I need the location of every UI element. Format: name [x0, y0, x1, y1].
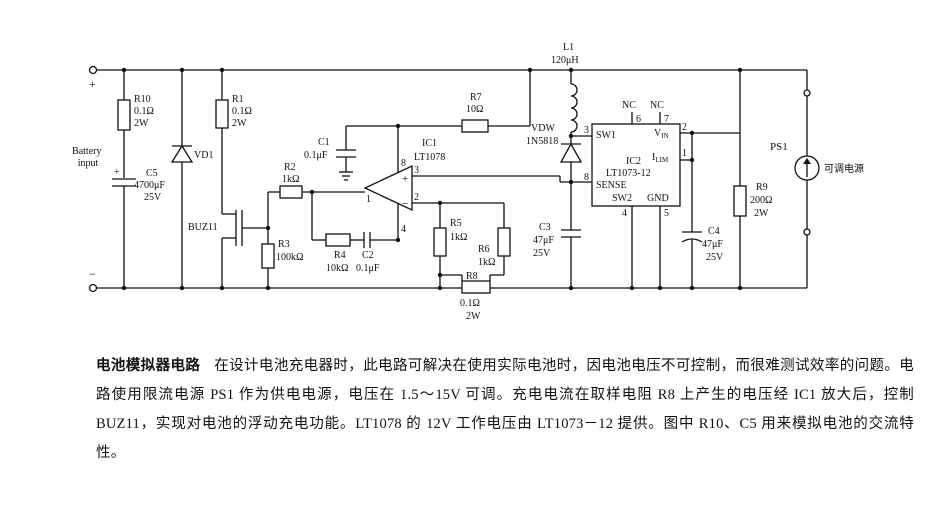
ic1-label: IC1 LT1078: [414, 138, 445, 163]
c2-capacitor: [363, 232, 371, 248]
ic1-pin-4: 4: [401, 224, 406, 235]
ps1-description: 可调电源: [824, 162, 864, 175]
plus-terminal-label: +: [89, 77, 96, 91]
c3-label: C3 47μF 25V: [533, 222, 556, 259]
r9-label: R9 200Ω 2W: [750, 182, 775, 219]
ic2-pin-gnd: GND: [647, 193, 669, 204]
r9-resistor: [733, 70, 747, 288]
ic1-pin-1: 1: [366, 194, 371, 205]
ic2-pin-num-6: 6: [636, 114, 641, 125]
ic2-name: IC2 LT1073-12: [606, 156, 651, 179]
r2-label: R2 1kΩ: [282, 162, 299, 185]
vd1-label: VD1: [194, 150, 213, 161]
r6-label: R6 1kΩ: [478, 244, 495, 268]
l1-inductor: [570, 70, 578, 144]
ic2-pin-sw1: SW1: [596, 130, 616, 141]
r1-resistor: [215, 70, 229, 214]
ic2-pin-num-3: 3: [584, 125, 589, 136]
c1-capacitor: [336, 126, 356, 181]
ic1-pin-8: 8: [401, 158, 406, 169]
ic1-plus-input: +: [402, 173, 408, 185]
minus-terminal-label: −: [89, 267, 96, 281]
ic2-nc-6: NC: [622, 100, 636, 111]
vdw-diode: [559, 135, 592, 230]
ic2-pin-vin: VIN: [654, 128, 669, 140]
buz11-label: BUZ11: [188, 222, 218, 233]
r4-resistor: [325, 233, 351, 247]
r5-label: R5 1kΩ: [450, 218, 467, 243]
r7-resistor: [398, 70, 531, 133]
ic2-chip: [591, 112, 740, 288]
ic2-pin-num-1: 1: [682, 148, 687, 159]
r6-resistor: [440, 202, 511, 275]
ic2-pin-sw2: SW2: [612, 193, 632, 204]
ic2-pin-sense: SENSE: [596, 180, 627, 191]
ic1-pin-2: 2: [414, 192, 419, 203]
ic1-opamp: [346, 125, 560, 240]
ic2-pin-num-5: 5: [664, 208, 669, 219]
r3-label: R3 100kΩ: [276, 239, 303, 263]
caption-body: 在设计电池充电器时，此电路可解决在使用实际电池时，因电池电压不可控制，而很难测试…: [96, 358, 914, 461]
ic2-pin-num-4: 4: [622, 208, 627, 219]
c3-capacitor: [561, 229, 581, 288]
figure-caption: 电池模拟器电路在设计电池充电器时，此电路可解决在使用实际电池时，因电池电压不可控…: [96, 352, 914, 468]
battery-input-label: Battery input: [72, 146, 104, 169]
ic1-minus-input: −: [402, 198, 408, 210]
l1-label: L1 120μH: [551, 42, 579, 66]
ic2-pin-num-2: 2: [682, 122, 687, 133]
c4-capacitor: [681, 231, 703, 288]
ps1-label: PS1: [770, 141, 788, 153]
r1-label: R1 0.1Ω 2W: [232, 94, 254, 129]
r2-resistor: [279, 185, 303, 199]
c1-label: C1 0.1μF: [304, 137, 332, 161]
ic2-pin-num-7: 7: [664, 114, 669, 125]
ic1-pin-3: 3: [414, 165, 419, 176]
vdw-label: VDW 1N5818: [526, 123, 558, 147]
c4-label: C4 47μF 25V: [702, 226, 725, 263]
c5-capacitor: [112, 178, 136, 288]
r3-resistor: [261, 243, 275, 288]
minus-terminal: [88, 283, 98, 293]
battery-simulator-schematic: + − Battery input R10 0.1Ω 2W + C5 4700μ…: [72, 42, 864, 322]
r5-resistor: [432, 202, 447, 288]
caption-title: 电池模拟器电路: [96, 358, 201, 374]
r8-label: R8 0.1Ω 2W: [460, 271, 482, 322]
r10-resistor: [117, 70, 131, 178]
feedback-wires: [311, 192, 398, 241]
ic2-pin-ilim: ILIM: [652, 152, 669, 164]
ic2-pin-num-8: 8: [584, 172, 589, 183]
buz11-mosfet: [221, 210, 268, 288]
ic2-nc-7: NC: [650, 100, 664, 111]
vd1-diode: [170, 70, 194, 288]
c2-label: C2 0.1μF: [356, 250, 380, 274]
r4-label: R4 10kΩ: [326, 250, 348, 274]
r8-resistor: [440, 274, 504, 294]
r7-label: R7 10Ω: [466, 92, 484, 115]
junction-dots: [121, 67, 743, 291]
r10-label: R10 0.1Ω 2W: [134, 94, 156, 129]
plus-terminal: [88, 65, 98, 75]
ps1-adjustable-supply: [794, 70, 820, 288]
c5-polarity-mark: +: [114, 167, 120, 178]
c5-label: C5 4700μF 25V: [134, 168, 167, 203]
